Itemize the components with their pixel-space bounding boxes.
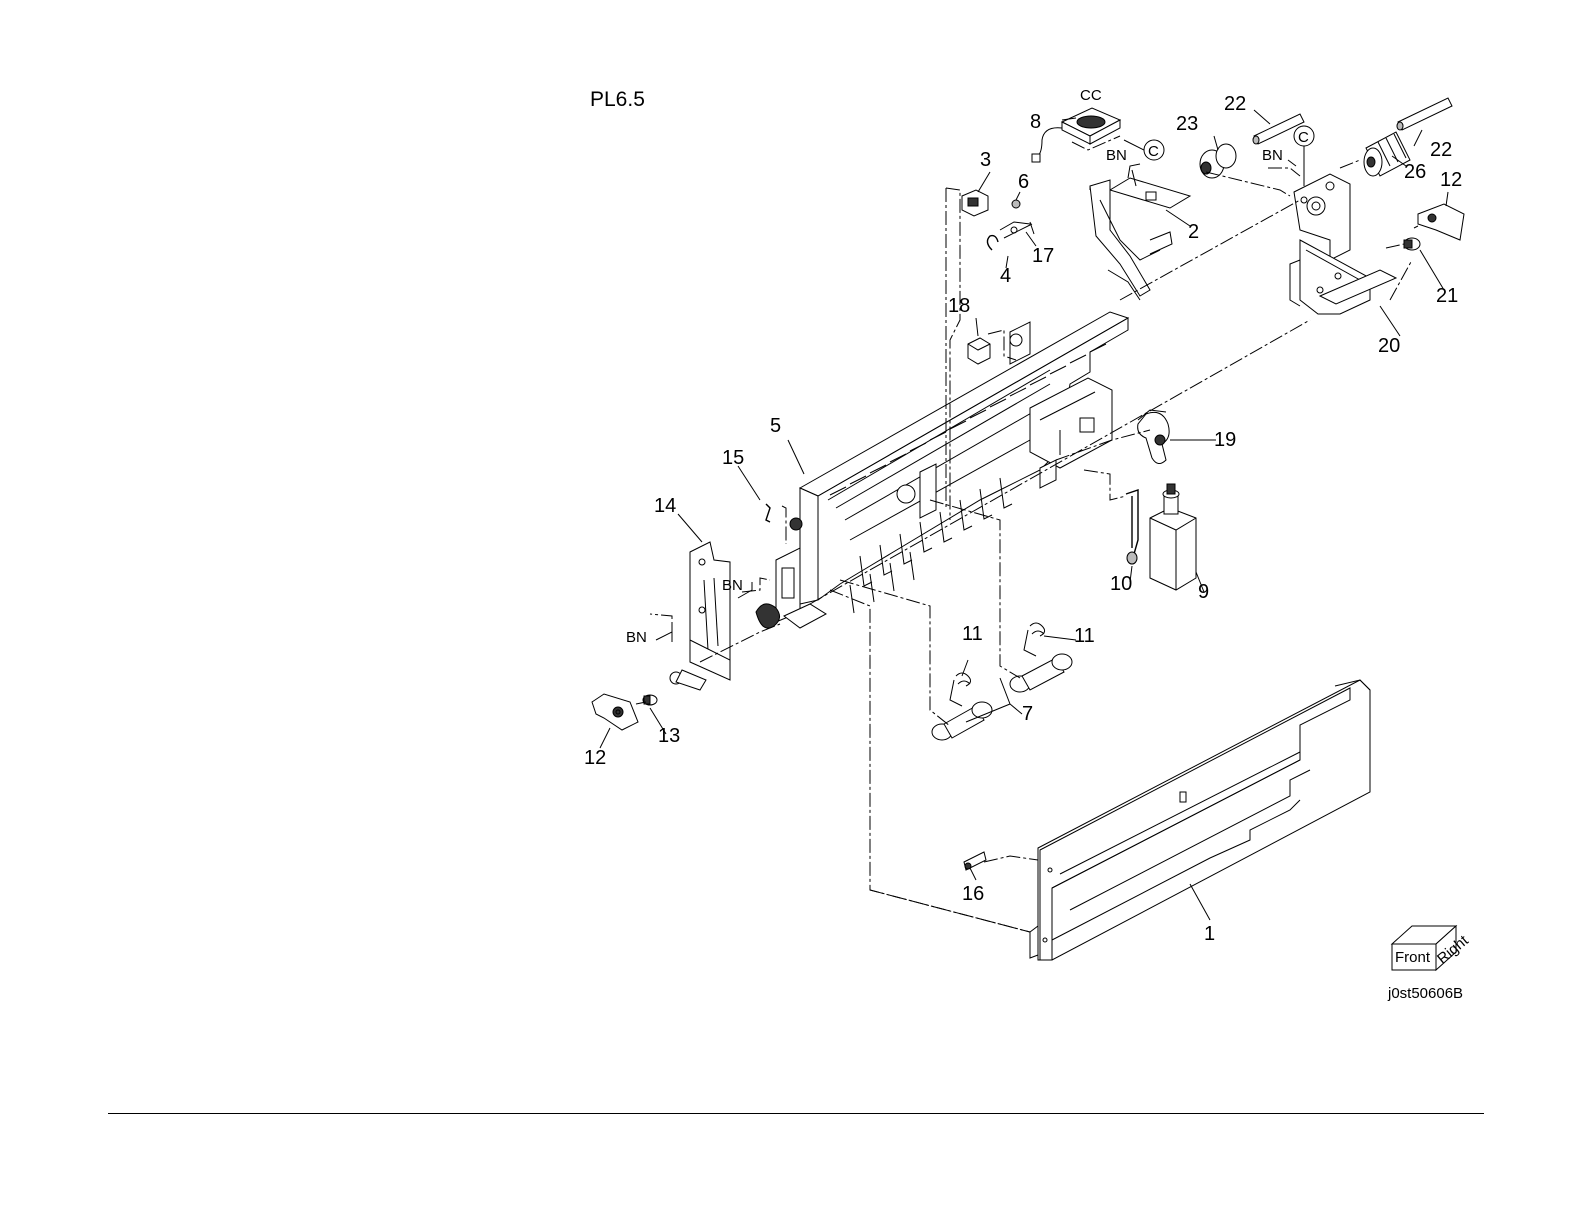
part-14-side-plate	[670, 542, 730, 690]
label-part-26: 26	[1404, 161, 1426, 183]
part-10-link	[1126, 490, 1138, 564]
label-part-7: 7	[1022, 703, 1033, 725]
label-part-12-left: 12	[584, 747, 606, 769]
label-part-8: 8	[1030, 111, 1041, 133]
orientation-box: Front Right	[1392, 926, 1472, 970]
label-part-15: 15	[722, 447, 744, 469]
part-16	[964, 852, 986, 870]
part-21-spring	[1404, 238, 1420, 250]
label-part-11-left: 11	[962, 623, 983, 645]
label-bn-left: BN	[626, 629, 647, 646]
label-bn-mid: BN	[722, 577, 743, 594]
label-bn-top-2: BN	[1262, 147, 1283, 164]
label-part-1: 1	[1204, 923, 1215, 945]
label-part-17: 17	[1032, 245, 1054, 267]
part-15	[766, 504, 770, 522]
label-part-22-left: 22	[1224, 93, 1246, 115]
label-part-3: 3	[980, 149, 991, 171]
label-part-18: 18	[948, 295, 970, 317]
label-part-4: 4	[1000, 265, 1011, 287]
label-part-19: 19	[1214, 429, 1236, 451]
part-7-roller-right	[1010, 654, 1072, 692]
part-11-spring-left	[950, 673, 971, 706]
reference-c-1-text: C	[1148, 143, 1159, 160]
label-part-2: 2	[1188, 221, 1199, 243]
part-20-side-plate	[1290, 174, 1396, 314]
label-cc: CC	[1080, 87, 1102, 104]
label-part-13: 13	[658, 725, 680, 747]
label-part-9: 9	[1198, 581, 1209, 603]
part-12-lever-left	[592, 694, 638, 730]
part-11-spring-right	[1024, 623, 1045, 656]
reference-c-1: C	[1144, 140, 1164, 160]
label-part-21: 21	[1436, 285, 1458, 307]
label-part-10: 10	[1110, 573, 1132, 595]
label-part-12-right: 12	[1440, 169, 1462, 191]
part-6	[1012, 200, 1020, 208]
part-13-spring	[643, 695, 657, 705]
label-part-6: 6	[1018, 171, 1029, 193]
part-7-roller-left	[932, 702, 992, 740]
part-9-solenoid	[1150, 484, 1196, 590]
label-part-11-right: 11	[1074, 625, 1095, 647]
part-1-cover	[1030, 680, 1370, 960]
part-4-clip	[987, 236, 998, 250]
part-22-shaft-b	[1397, 98, 1452, 130]
part-3	[962, 190, 988, 216]
reference-c-2-text: C	[1298, 129, 1309, 146]
part-2-bracket	[1090, 164, 1190, 300]
part-12-lever-right	[1418, 204, 1464, 240]
orientation-front-label: Front	[1395, 949, 1431, 966]
part-5-frame	[756, 312, 1128, 628]
label-part-16: 16	[962, 883, 984, 905]
label-part-14: 14	[654, 495, 676, 517]
label-part-23: 23	[1176, 113, 1198, 135]
label-part-22-right: 22	[1430, 139, 1452, 161]
reference-c-2: C	[1294, 126, 1314, 146]
label-part-20: 20	[1378, 335, 1400, 357]
label-part-5: 5	[770, 415, 781, 437]
part-18	[968, 338, 990, 364]
label-bn-top-1: BN	[1106, 147, 1127, 164]
part-19	[1138, 410, 1169, 464]
